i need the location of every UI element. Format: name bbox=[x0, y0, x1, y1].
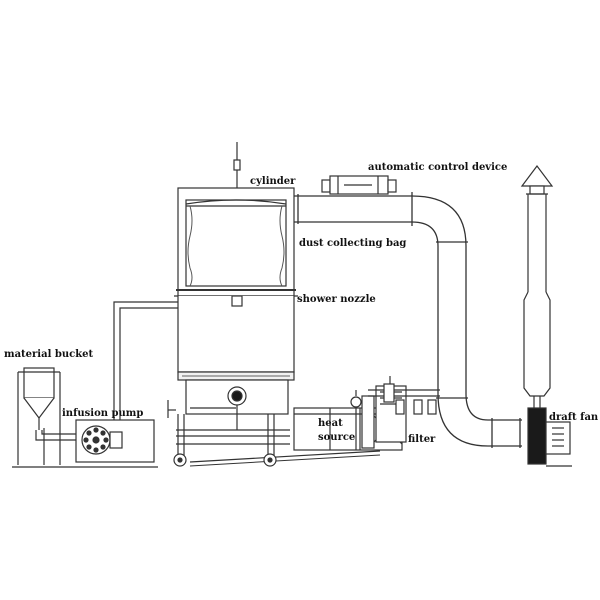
exhaust-duct bbox=[294, 192, 522, 448]
infusion-pump bbox=[75, 419, 155, 463]
label-draft-fan: draft fan bbox=[549, 412, 599, 423]
agitator-motor bbox=[190, 386, 247, 430]
label-heat-source-line2: source bbox=[318, 432, 355, 443]
shower-nozzle bbox=[231, 295, 243, 307]
ground-line bbox=[12, 450, 381, 468]
label-filter: filter bbox=[408, 434, 436, 445]
automatic-control-device bbox=[321, 175, 397, 195]
material-bucket bbox=[17, 367, 61, 465]
draft-fan bbox=[527, 407, 572, 467]
label-material-bucket: material bucket bbox=[4, 349, 94, 360]
label-infusion-pump: infusion pump bbox=[62, 408, 143, 419]
label-automatic-control-device: automatic control device bbox=[368, 162, 507, 173]
label-shower-nozzle: shower nozzle bbox=[297, 294, 376, 305]
support-frame bbox=[167, 400, 290, 467]
label-cylinder: cylinder bbox=[250, 176, 296, 187]
label-heat-source-line1: heat bbox=[318, 418, 343, 429]
dust-collecting-bag bbox=[187, 205, 285, 287]
air-valves bbox=[368, 376, 440, 415]
label-dust-collecting-bag: dust collecting bag bbox=[299, 238, 406, 249]
exhaust-chimney bbox=[520, 165, 554, 410]
feed-pipe bbox=[35, 430, 80, 441]
